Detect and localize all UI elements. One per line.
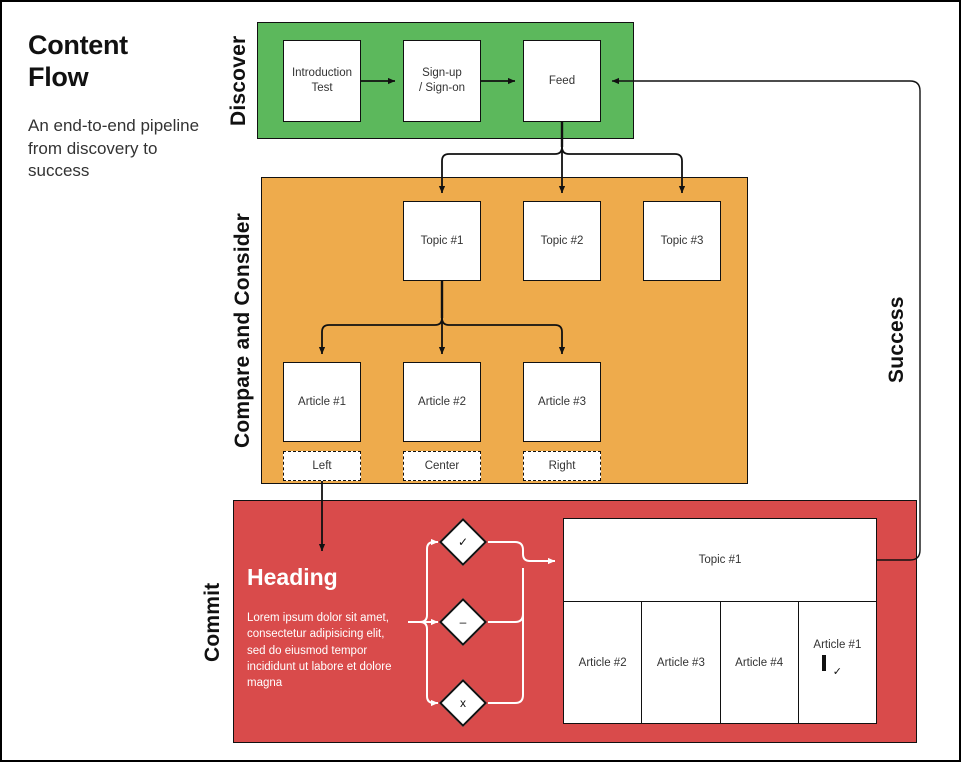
result-cell-label: Article #4 [735, 656, 784, 669]
lane-label-discover: Discover [227, 35, 250, 126]
result-table-header: Topic #1 [564, 519, 876, 602]
page-subtitle: An end-to-end pipeline from discovery to… [28, 116, 200, 181]
node-signup-signon[interactable]: Sign-up / Sign-on [403, 40, 481, 122]
node-introduction-test[interactable]: Introduction Test [283, 40, 361, 122]
node-align-left[interactable]: Left [283, 451, 361, 481]
result-cell-label: Article #3 [656, 656, 705, 669]
decision-reject-diamond[interactable]: x [438, 678, 488, 728]
node-topic-3[interactable]: Topic #3 [643, 201, 721, 281]
check-icon: ✓ [832, 666, 842, 678]
node-topic-1[interactable]: Topic #1 [403, 201, 481, 281]
result-cell[interactable]: Article #4 [721, 602, 799, 723]
result-cell-label: Article #1 [813, 638, 862, 651]
node-article-1[interactable]: Article #1 [283, 362, 361, 442]
commit-body-text: Lorem ipsum dolor sit amet, consectetur … [247, 612, 392, 690]
node-article-3[interactable]: Article #3 [523, 362, 601, 442]
minus-icon: – [459, 615, 467, 629]
node-feed[interactable]: Feed [523, 40, 601, 122]
lane-label-commit: Commit [201, 582, 224, 662]
lane-label-success: Success [885, 296, 908, 383]
decision-approve-diamond[interactable]: ✓ [438, 517, 488, 567]
node-align-right[interactable]: Right [523, 451, 601, 481]
node-topic-2[interactable]: Topic #2 [523, 201, 601, 281]
page-title: Content Flow [28, 30, 128, 92]
result-table[interactable]: Topic #1 Article #2 Article #3 Article #… [563, 518, 877, 724]
result-cell[interactable]: Article #2 [564, 602, 643, 723]
node-article-2[interactable]: Article #2 [403, 362, 481, 442]
selected-check-diamond: ✓ [822, 654, 852, 687]
result-cell-label: Article #2 [578, 656, 627, 669]
result-cell[interactable]: Article #3 [642, 602, 721, 723]
result-cell-selected[interactable]: Article #1 ✓ [799, 602, 876, 723]
node-align-center[interactable]: Center [403, 451, 481, 481]
lane-label-compare: Compare and Consider [231, 212, 254, 449]
result-table-row: Article #2 Article #3 Article #4 Article… [564, 602, 876, 723]
commit-heading: Heading [247, 564, 338, 590]
cross-icon: x [460, 696, 466, 710]
decision-neutral-diamond[interactable]: – [438, 597, 488, 647]
check-icon: ✓ [457, 535, 469, 549]
